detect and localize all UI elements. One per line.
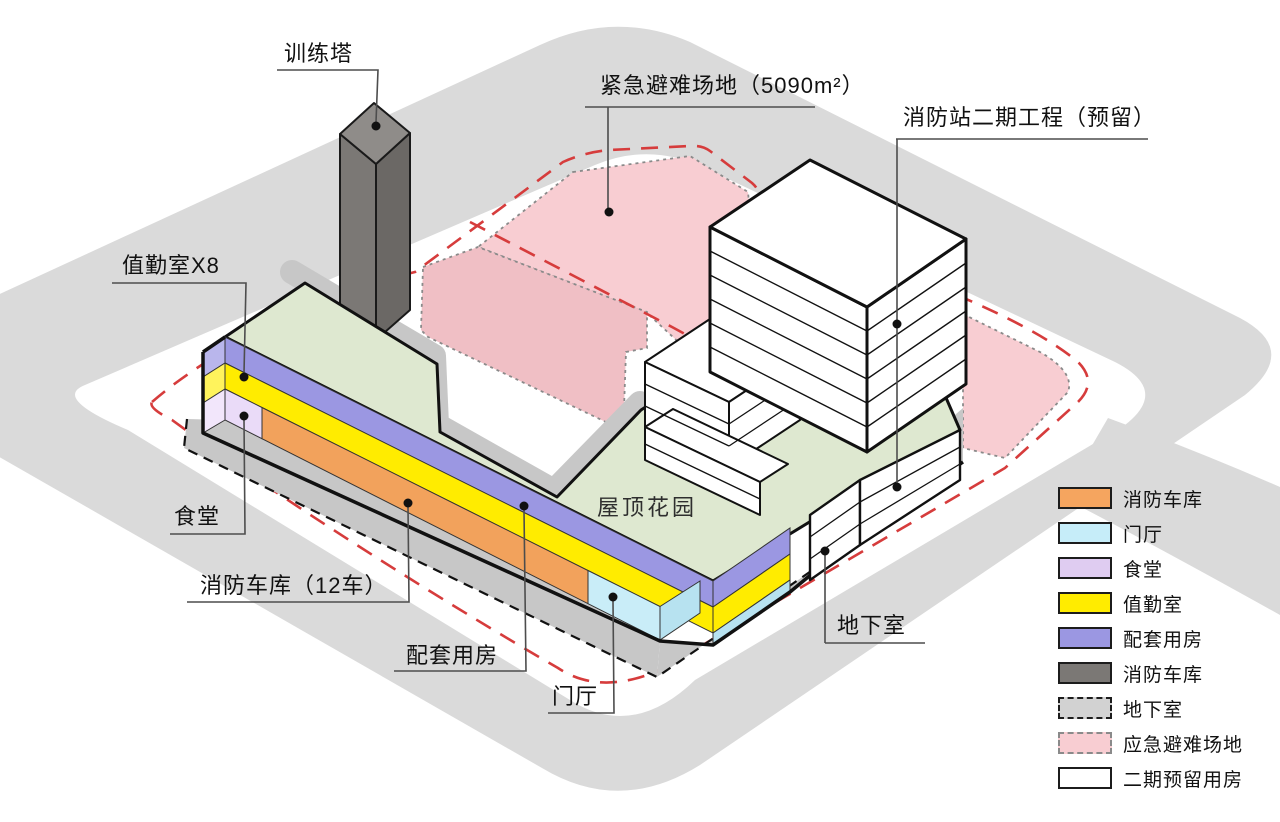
label-support-rooms: 配套用房 bbox=[406, 643, 499, 668]
tower-floor-lines bbox=[709, 250, 967, 428]
legend-swatch-garage-tower bbox=[1058, 662, 1112, 684]
training-tower-top-face bbox=[339, 102, 411, 165]
label-garage: 消防车库（12车） bbox=[200, 573, 388, 598]
legend-swatch-canteen bbox=[1058, 557, 1112, 579]
wing-floor-lines bbox=[809, 446, 961, 560]
training-tower-right-face bbox=[375, 132, 411, 341]
leader-lines bbox=[112, 69, 1148, 714]
label-duty-room: 值勤室X8 bbox=[122, 253, 220, 278]
ring-road bbox=[0, 26, 1272, 791]
legend-label: 消防车库 bbox=[1123, 664, 1204, 686]
legend-label: 配套用房 bbox=[1123, 629, 1204, 651]
legend-swatch-phase2 bbox=[1058, 767, 1112, 789]
legend-item-garage: 消防车库 bbox=[1058, 486, 1243, 511]
leader-dots bbox=[239, 121, 902, 602]
road-east-arm bbox=[1062, 418, 1280, 615]
label-phase2: 消防站二期工程（预留） bbox=[903, 105, 1157, 130]
site-red-line bbox=[150, 144, 1090, 684]
label-roof-garden: 屋顶花园 bbox=[597, 495, 698, 520]
phase2-wing bbox=[808, 428, 962, 582]
legend-item-basement: 地下室 bbox=[1058, 696, 1243, 721]
legend-label: 地下室 bbox=[1123, 699, 1184, 721]
shelter-area-north-front bbox=[420, 246, 648, 426]
main-building bbox=[202, 336, 791, 646]
label-basement: 地下室 bbox=[837, 613, 907, 638]
legend-label: 消防车库 bbox=[1123, 489, 1204, 511]
lobby-block-side bbox=[659, 580, 701, 641]
legend-swatch-lobby bbox=[1058, 522, 1112, 544]
legend-item-duty-room: 值勤室 bbox=[1058, 591, 1243, 616]
label-emergency-shelter: 紧急避难场地（5090m²） bbox=[600, 73, 865, 98]
label-training-tower: 训练塔 bbox=[284, 41, 354, 66]
tower-top-face bbox=[708, 158, 968, 309]
basement-plinth-east bbox=[657, 408, 963, 677]
site-red-line-loop bbox=[150, 144, 1090, 684]
site-red-line-branch bbox=[469, 220, 771, 382]
legend-item-shelter: 应急避难场地 bbox=[1058, 731, 1244, 756]
training-tower bbox=[339, 102, 411, 341]
legend-item-support: 配套用房 bbox=[1058, 626, 1243, 651]
shelter-areas bbox=[420, 155, 1070, 459]
legend-swatch-garage bbox=[1058, 487, 1112, 509]
legend-swatch-duty-room bbox=[1058, 592, 1112, 614]
legend-label: 应急避难场地 bbox=[1123, 734, 1244, 756]
basement-plinth-front bbox=[184, 419, 660, 677]
legend: 消防车库 门厅 食堂 值勤室 配套用房 消防车库 地下室 应急避难场地 bbox=[1058, 486, 1243, 801]
legend-label: 二期预留用房 bbox=[1123, 769, 1244, 791]
legend-item-lobby: 门厅 bbox=[1058, 521, 1243, 546]
label-canteen: 食堂 bbox=[174, 504, 221, 529]
label-lobby: 门厅 bbox=[552, 684, 599, 709]
legend-label: 值勤室 bbox=[1123, 594, 1184, 616]
legend-item-garage-tower: 消防车库 bbox=[1058, 661, 1243, 686]
legend-item-canteen: 食堂 bbox=[1058, 556, 1243, 581]
legend-swatch-support bbox=[1058, 627, 1112, 649]
legend-label: 门厅 bbox=[1123, 524, 1164, 546]
basement-dashed-outline bbox=[182, 418, 943, 679]
legend-item-phase2: 二期预留用房 bbox=[1058, 766, 1244, 791]
legend-swatch-shelter bbox=[1058, 732, 1112, 754]
legend-swatch-basement bbox=[1058, 697, 1112, 719]
shelter-area-east bbox=[962, 312, 1070, 459]
legend-label: 食堂 bbox=[1123, 559, 1164, 581]
